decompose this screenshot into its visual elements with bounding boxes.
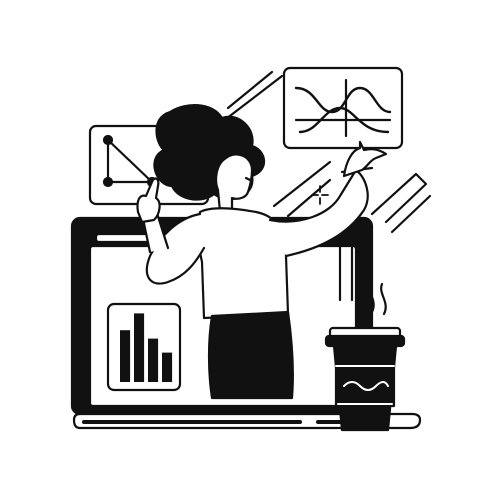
bar-4: [162, 352, 173, 382]
woman-skirt: [207, 310, 294, 400]
bar-1: [120, 330, 131, 382]
left-hand-icon: [136, 177, 161, 224]
woman-torso: [140, 166, 374, 320]
curve-graph-icon: [282, 66, 404, 150]
bar-2: [134, 313, 145, 382]
right-hand-icon: [342, 140, 388, 178]
bar-chart-icon: [106, 302, 182, 392]
decorative-lines: [220, 70, 432, 234]
bar-3: [148, 338, 159, 382]
sparkle-icon: [311, 185, 329, 205]
bar-chart-bars: [120, 313, 173, 382]
woman-face: [215, 153, 254, 214]
coffee-cup-icon: [324, 280, 406, 432]
